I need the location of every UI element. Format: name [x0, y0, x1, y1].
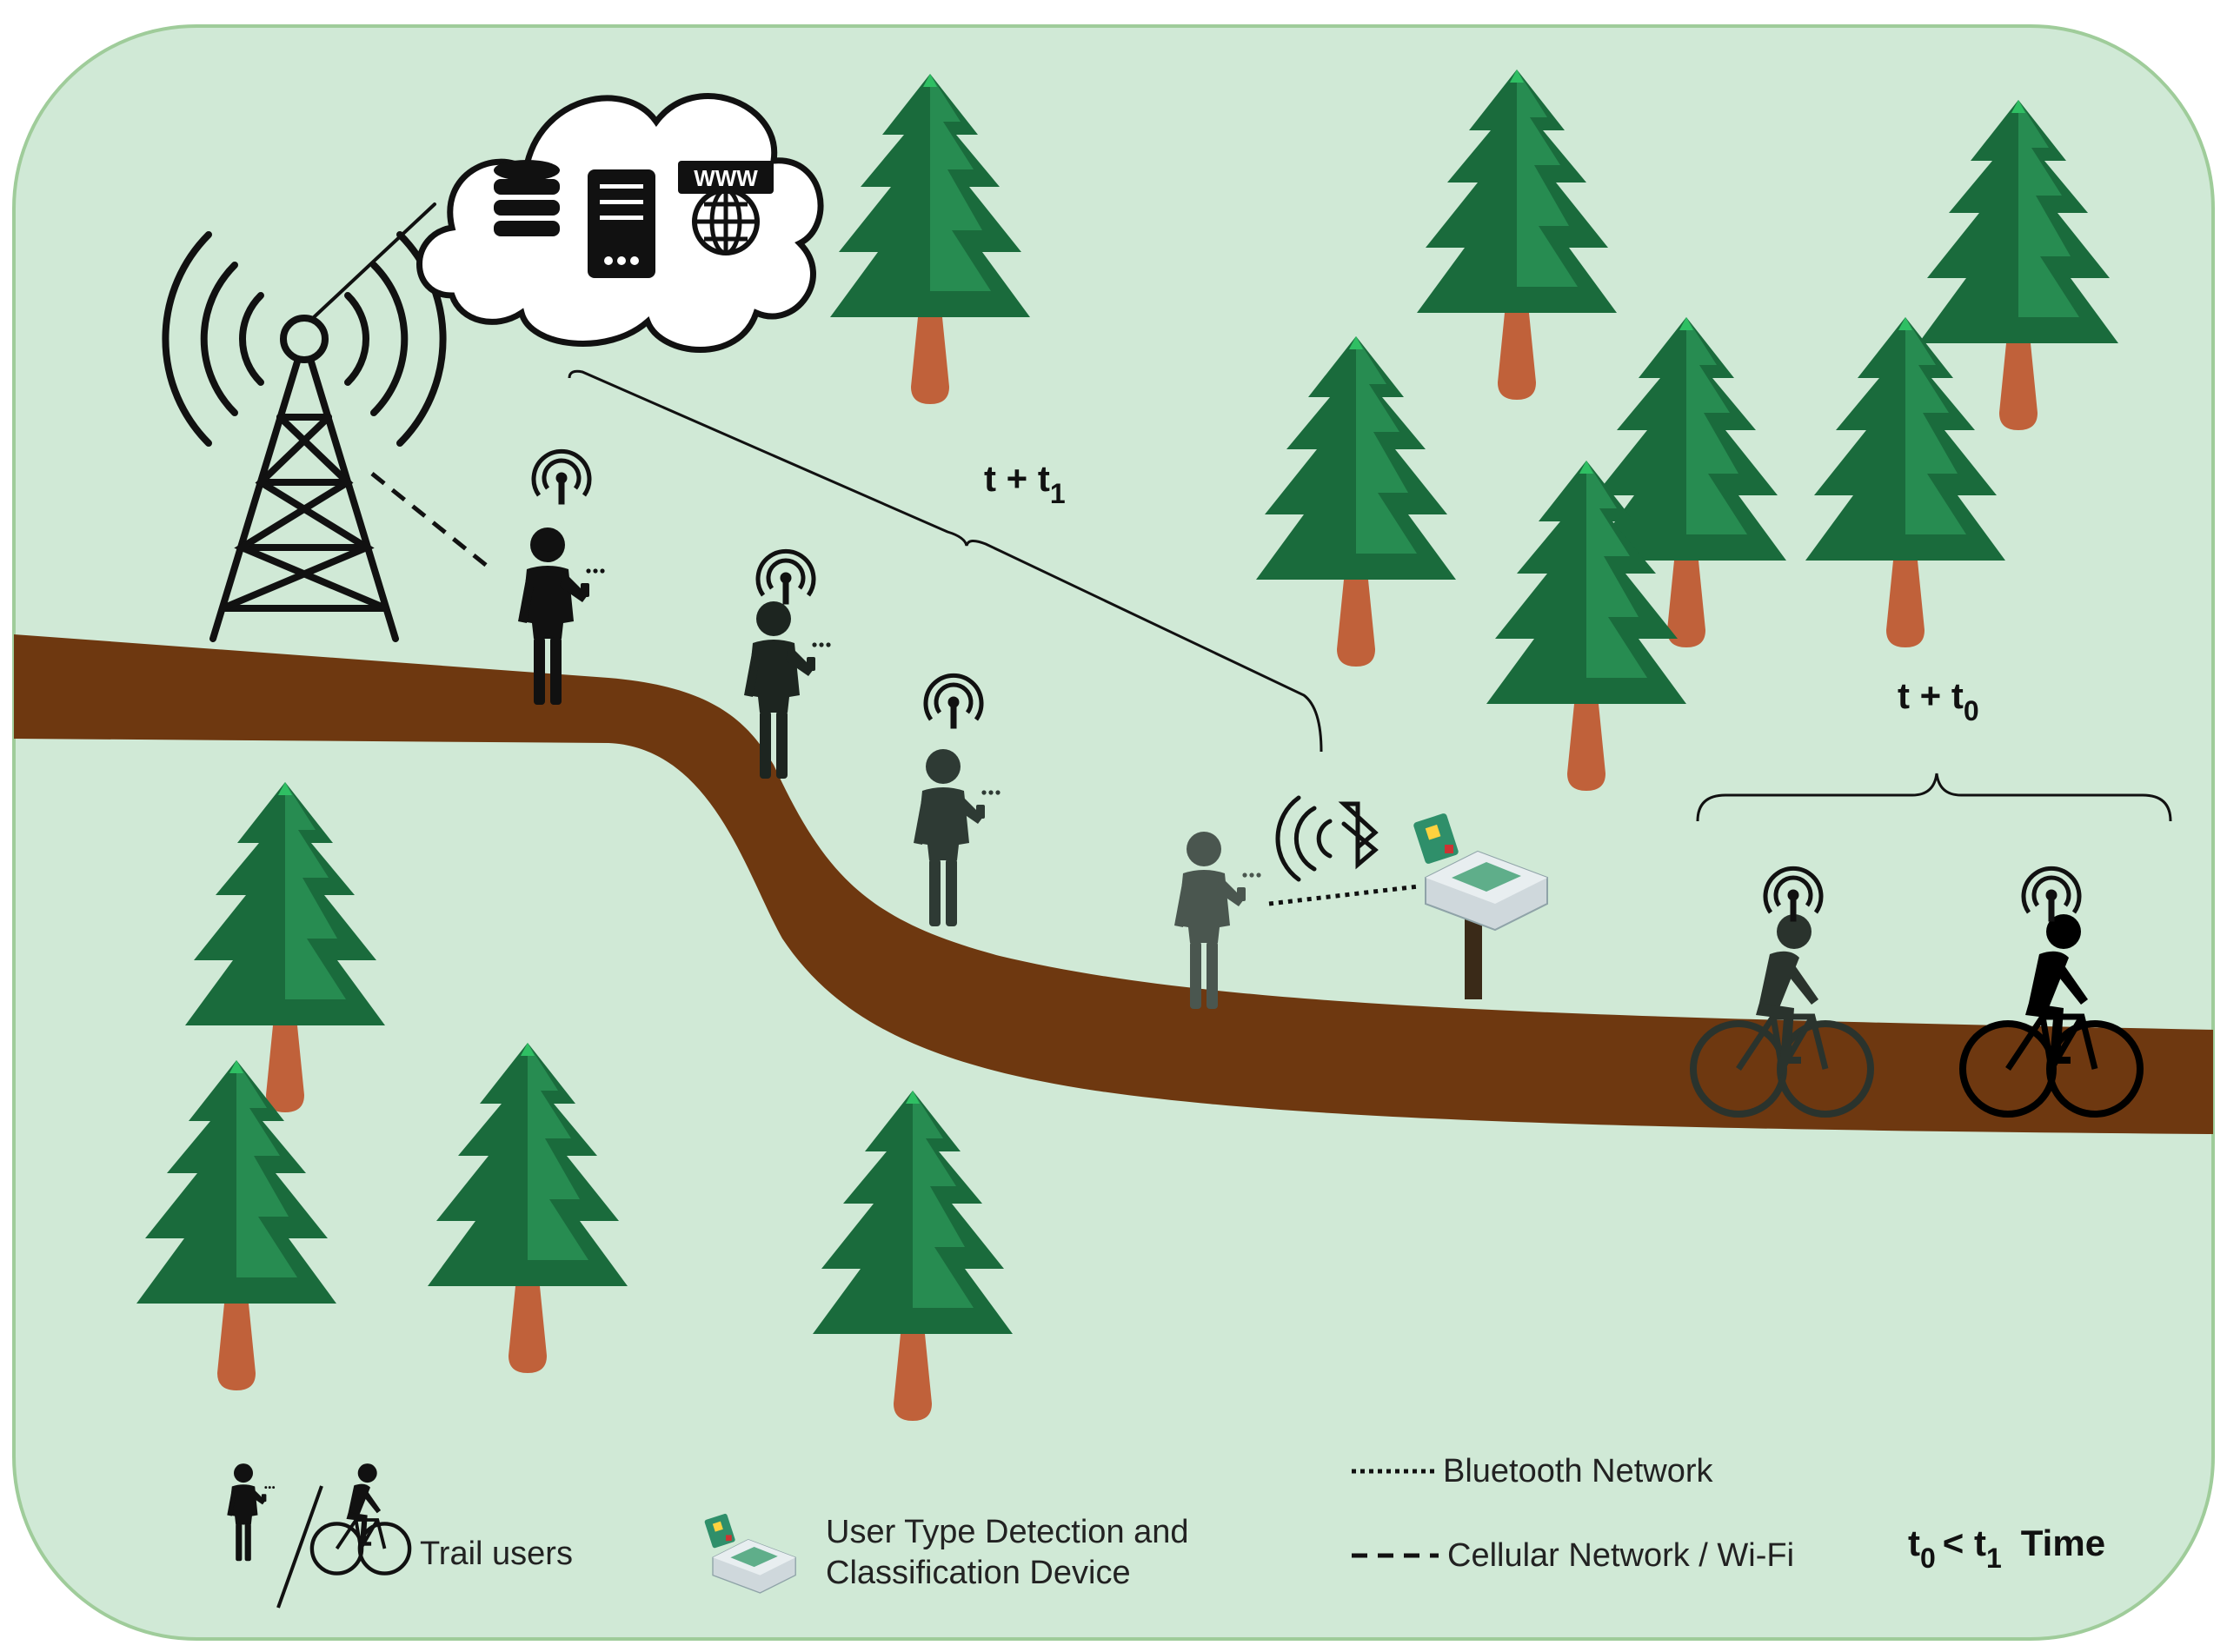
cell-tower-icon	[162, 202, 447, 642]
interval-brace-right	[1696, 773, 2172, 822]
legend-trail-users: Trail users	[420, 1536, 573, 1572]
bluetooth-icon	[1275, 795, 1379, 882]
www-globe-icon: WWW	[678, 161, 774, 255]
legend-cellular: Cellular Network / Wi-Fi	[1447, 1537, 1794, 1574]
interval-label-right: t + t0	[1898, 675, 1979, 726]
database-icon	[494, 160, 560, 236]
legend-device-line1: User Type Detection and	[826, 1514, 1189, 1550]
device-post	[1465, 917, 1482, 999]
cloud-server-icon: WWW	[416, 93, 824, 353]
bluetooth-link	[1268, 884, 1419, 906]
legend: Trail users User Type Detection and Clas…	[227, 1453, 2105, 1609]
server-rack-icon	[588, 169, 655, 278]
legend-bluetooth: Bluetooth Network	[1443, 1453, 1713, 1489]
trail-path	[14, 634, 2213, 1134]
legend-divider	[276, 1485, 323, 1609]
scene-background	[12, 24, 2215, 1641]
legend-device-line2: Classification Device	[826, 1555, 1131, 1591]
www-label: WWW	[694, 165, 758, 191]
interval-label-top: t + t1	[984, 458, 1066, 509]
interval-brace-top	[568, 369, 1323, 753]
